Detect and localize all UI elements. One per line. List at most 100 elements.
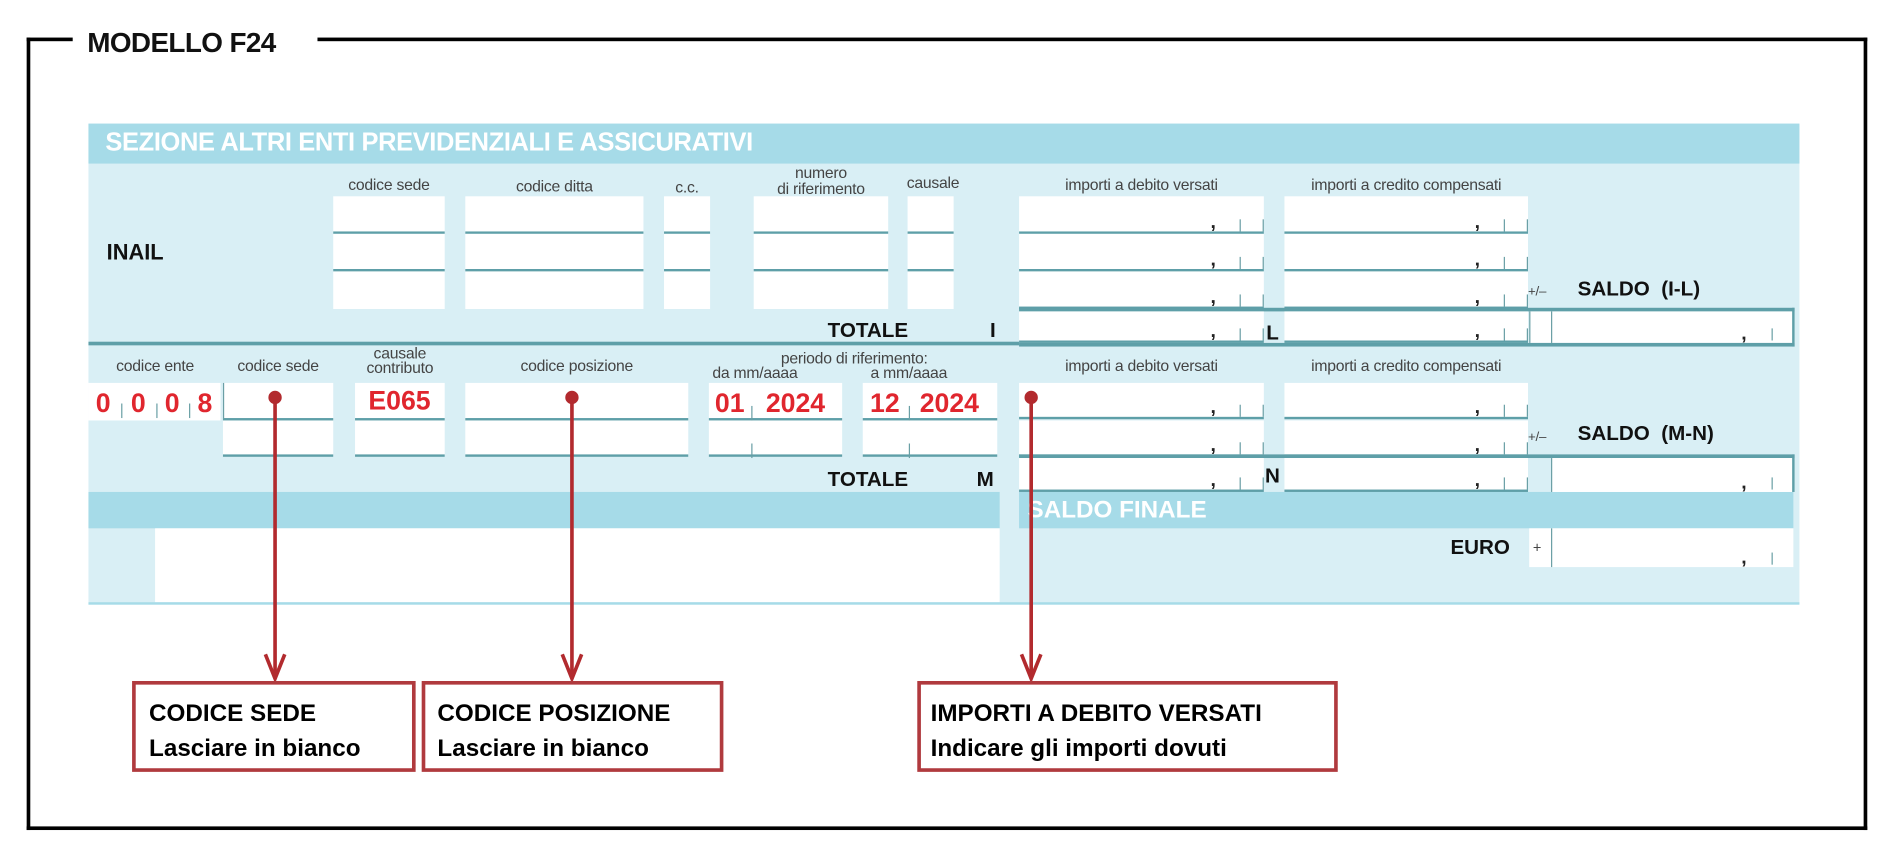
inail-debito-field-underline — [1019, 231, 1264, 234]
frame-top-left — [26, 37, 73, 42]
altri-totale-debito-field-underline — [1019, 489, 1264, 492]
codice-ditta-field[interactable] — [465, 196, 644, 234]
decimal-comma: , — [1210, 397, 1216, 419]
codice-sede-field[interactable] — [333, 196, 445, 234]
numero-riferimento-field[interactable] — [753, 196, 889, 234]
digit-separator — [156, 403, 158, 419]
decimal-tick — [1771, 328, 1773, 341]
decimal-tick — [1239, 404, 1241, 417]
inail-total-bottom-line — [1019, 342, 1795, 347]
altri-totale-credito-field[interactable] — [1284, 458, 1528, 492]
header-periodo: periodo di riferimento: — [780, 348, 928, 368]
date-separator — [751, 405, 753, 421]
cc-field[interactable] — [664, 233, 711, 272]
arrow-codice-posizione — [560, 390, 584, 684]
altri-debito-field-underline — [1019, 416, 1264, 420]
sign-separator — [1529, 311, 1531, 343]
decimal-tick — [1503, 442, 1505, 455]
inail-debito-field[interactable] — [1019, 233, 1264, 272]
header-numero: numero — [794, 163, 847, 182]
decimal-tick — [1503, 328, 1505, 341]
inail-debito-field[interactable] — [1019, 271, 1264, 309]
header-contributo: contributo — [366, 358, 434, 377]
codice-sede-field[interactable] — [333, 233, 445, 272]
form-bottom-edge — [88, 602, 1800, 605]
sign-separator — [1551, 458, 1553, 492]
a-field[interactable] — [862, 420, 998, 457]
decimal-tick — [1239, 219, 1241, 232]
header-di-riferimento: di riferimento — [777, 179, 865, 198]
cc-field[interactable] — [664, 271, 711, 309]
codice-sede-field[interactable] — [333, 271, 445, 309]
saldo-il-right-edge — [1792, 307, 1795, 347]
decimal-comma: , — [1741, 323, 1747, 345]
inail-plus-minus: +/– — [1527, 284, 1547, 300]
inail-credito-field[interactable] — [1284, 196, 1528, 234]
altri-credito-field[interactable] — [1284, 382, 1528, 420]
sign-separator — [1551, 528, 1553, 568]
inail-totale-credito-field[interactable] — [1284, 311, 1528, 343]
decimal-tick — [1262, 294, 1264, 307]
a-field-underline — [862, 454, 998, 457]
causale-field[interactable] — [907, 271, 954, 309]
inail-totale-debito-field[interactable] — [1019, 311, 1264, 343]
decimal-tick — [1262, 404, 1264, 417]
a-field[interactable] — [862, 382, 998, 421]
altri-totale-label: TOTALE — [827, 467, 909, 491]
callout-text: Lasciare in bianco — [437, 735, 649, 763]
saldo-il-field[interactable] — [1529, 311, 1794, 343]
saldo-mn-field[interactable] — [1551, 458, 1794, 492]
decimal-tick — [1526, 256, 1528, 270]
saldo-mn-label: SALDO (M-N) — [1577, 421, 1714, 445]
decimal-comma: , — [1474, 249, 1481, 271]
inail-credito-field[interactable] — [1284, 271, 1528, 309]
decimal-comma: , — [1210, 435, 1216, 456]
decimal-tick — [1503, 477, 1505, 490]
header-importi-debito-2: importi a debito versati — [1065, 356, 1218, 375]
codice-ditta-field[interactable] — [465, 233, 644, 272]
causale-contributo-field[interactable] — [355, 420, 445, 457]
decimal-tick — [1239, 294, 1241, 307]
causale-field[interactable] — [907, 233, 954, 272]
a-mm-value: 12 — [870, 387, 900, 419]
codice-posizione-field[interactable] — [465, 420, 689, 457]
cc-field-underline — [664, 269, 711, 272]
decimal-tick — [1262, 477, 1264, 490]
arrow-codice-sede — [263, 390, 287, 684]
inail-debito-field[interactable] — [1019, 196, 1264, 234]
decimal-tick — [1239, 442, 1241, 455]
header-codice-posizione: codice posizione — [520, 356, 634, 375]
inail-credito-field-underline — [1284, 269, 1528, 272]
header-codice-ditta: codice ditta — [515, 176, 593, 196]
altri-debito-field[interactable] — [1019, 420, 1264, 457]
codice-ente-field[interactable] — [88, 382, 221, 421]
inail-totale-debito-field-underline — [1019, 340, 1264, 343]
altri-credito-field[interactable] — [1284, 420, 1528, 457]
decimal-comma: , — [1741, 547, 1747, 569]
header-codice-ente: codice ente — [116, 356, 195, 375]
inail-totale-label: TOTALE — [827, 318, 909, 342]
causale-field[interactable] — [907, 196, 954, 234]
decimal-tick — [1262, 442, 1264, 455]
da-field-underline — [708, 418, 843, 421]
numero-riferimento-field[interactable] — [753, 233, 889, 272]
altri-totale-debito-field[interactable] — [1019, 458, 1264, 492]
altri-debito-field[interactable] — [1019, 382, 1264, 420]
saldo-finale-field[interactable] — [1529, 528, 1794, 568]
field-edge — [222, 382, 225, 420]
codice-sede-field-2[interactable] — [222, 420, 334, 457]
causale-contributo-field[interactable] — [355, 382, 445, 421]
cc-field[interactable] — [664, 196, 711, 234]
bottom-blank-field[interactable] — [155, 528, 1000, 603]
callout-importi-debito: IMPORTI A DEBITO VERSATI Indicare gli im… — [917, 680, 1338, 772]
decimal-tick — [1503, 404, 1505, 417]
da-field[interactable] — [708, 420, 843, 457]
codice-ditta-field[interactable] — [465, 271, 644, 309]
da-field[interactable] — [708, 382, 843, 421]
inail-credito-field[interactable] — [1284, 233, 1528, 272]
euro-sign: + — [1532, 539, 1542, 557]
numero-riferimento-field[interactable] — [753, 271, 889, 309]
date-separator — [751, 443, 753, 459]
codice-posizione-field-underline — [465, 454, 689, 457]
arrow-importi-debito — [1019, 390, 1043, 684]
